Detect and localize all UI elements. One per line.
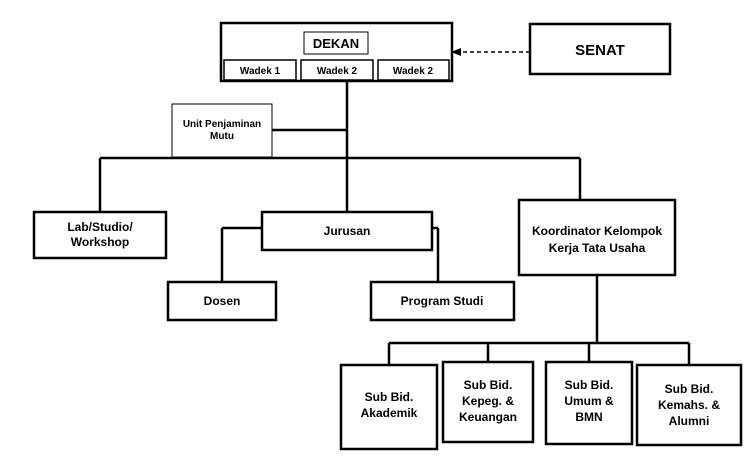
dosen-label: Dosen <box>204 294 241 308</box>
sub-akademik-label-line2: Akademik <box>361 406 418 420</box>
sub-kemahs-label-line3: Alumni <box>669 414 710 428</box>
sub-akademik-box <box>339 363 439 451</box>
jurusan-label: Jurusan <box>324 224 371 238</box>
connector-lines <box>98 80 691 365</box>
sub-kepeg-label-line3: Keuangan <box>459 410 517 424</box>
sub-kemahs-label-line2: Kemahs. & <box>658 398 720 412</box>
sub-kepeg-label-line1: Sub Bid. <box>464 378 513 392</box>
dekan-label: DEKAN <box>313 36 359 51</box>
sub-umum-box <box>544 360 634 446</box>
sub-umum-label-line2: Umum & <box>564 394 614 408</box>
koordinator-label-line1: Koordinator Kelompok <box>532 224 662 238</box>
koordinator-box <box>517 198 677 277</box>
upm-box <box>171 103 273 158</box>
jurusan-box <box>260 210 434 252</box>
sub-akademik-label-line1: Sub Bid. <box>365 390 414 404</box>
sub-kemahs-label-line1: Sub Bid. <box>665 382 714 396</box>
lab-box <box>32 210 168 260</box>
wadek-1-box <box>223 59 297 81</box>
wadek-2-box <box>300 59 374 81</box>
dosen-box <box>166 280 278 322</box>
lab-label-line1: Lab/Studio/ <box>67 220 133 234</box>
sub-kepeg-box <box>441 360 535 444</box>
prodi-box <box>369 280 516 322</box>
wadek-3-label: Wadek 2 <box>393 66 434 77</box>
wadek-1-label: Wadek 1 <box>240 66 281 77</box>
sub-umum-label-line3: BMN <box>575 410 602 424</box>
senat-label: SENAT <box>575 42 625 59</box>
upm-label-line2: Mutu <box>210 131 234 142</box>
sub-kepeg-label-line2: Kepeg. & <box>462 394 514 408</box>
wadek-3-box <box>377 59 450 81</box>
wadek-2-label: Wadek 2 <box>317 66 358 77</box>
koordinator-label-line2: Kerja Tata Usaha <box>549 241 646 255</box>
sub-umum-label-line1: Sub Bid. <box>565 378 614 392</box>
prodi-label: Program Studi <box>401 294 484 308</box>
sub-kemahs-box <box>635 363 743 447</box>
senat-box <box>528 22 672 76</box>
dekan-box <box>303 31 369 55</box>
upm-label-line1: Unit Penjaminan <box>183 119 261 130</box>
lab-label-line2: Workshop <box>71 235 129 249</box>
